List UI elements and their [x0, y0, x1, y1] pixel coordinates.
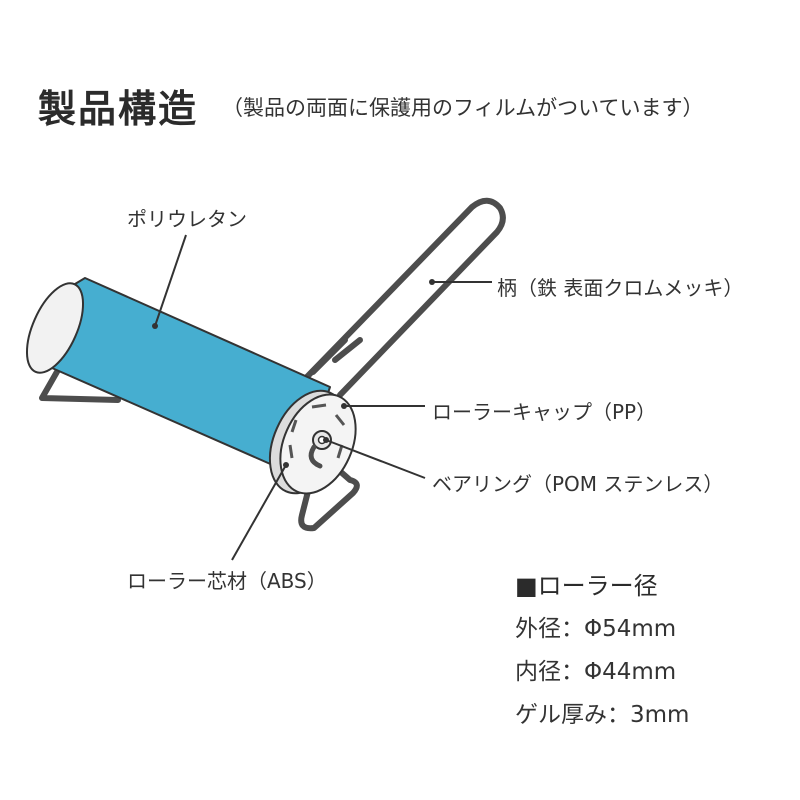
label-core: ローラー芯材（ABS）	[127, 569, 327, 593]
label-handle: 柄（鉄 表面クロムメッキ）	[497, 276, 744, 300]
handle-dot	[429, 279, 435, 285]
core-dot	[283, 462, 289, 468]
cap-dot	[341, 403, 347, 409]
specs-heading: ■ローラー径	[515, 572, 658, 600]
page-subtitle: （製品の両面に保護用のフィルムがついています）	[222, 96, 704, 120]
polyurethane-dot	[152, 323, 158, 329]
bearing-leader	[325, 439, 426, 479]
spec-inner-diameter: 内径：Φ44mm	[515, 659, 677, 685]
label-bearing: ベアリング（POM ステンレス）	[432, 472, 724, 496]
cap-ribs	[288, 403, 346, 459]
roller-specs: ■ローラー径 外径：Φ54mm 内径：Φ44mm ゲル厚み：3mm	[515, 566, 689, 738]
polyurethane-leader	[154, 234, 187, 327]
page-title: 製品構造	[38, 87, 199, 131]
roller-cap	[268, 389, 357, 495]
handle-frame	[39, 197, 506, 532]
leader-lines	[154, 234, 492, 561]
spec-gel-thickness: ゲル厚み：3mm	[515, 702, 690, 728]
bearing-dot	[323, 437, 329, 443]
label-polyurethane: ポリウレタン	[127, 207, 247, 231]
label-cap: ローラーキャップ（PP）	[432, 400, 657, 424]
spec-outer-diameter: 外径：Φ54mm	[515, 616, 677, 642]
core-leader	[231, 464, 287, 561]
